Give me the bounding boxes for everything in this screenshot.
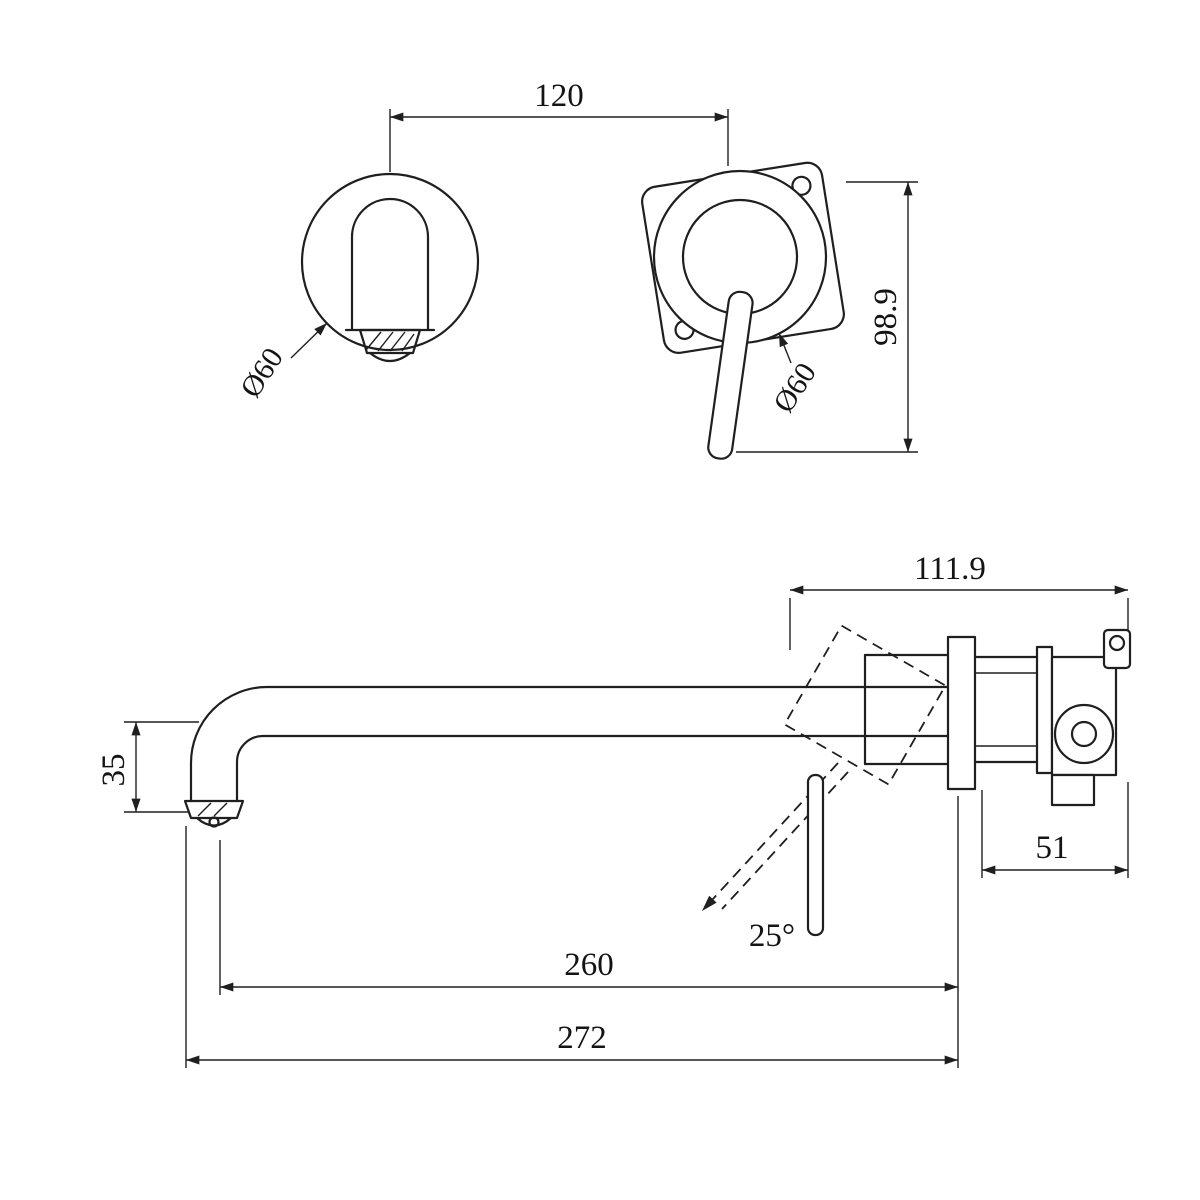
aerator-hatching bbox=[365, 331, 415, 352]
dim-label-120: 120 bbox=[534, 78, 584, 114]
spout-tip-hatching bbox=[197, 802, 228, 817]
spout-outer-line bbox=[189, 685, 950, 803]
lever-phantom-line bbox=[721, 771, 849, 910]
dim-label-98-9: 98.9 bbox=[868, 288, 904, 346]
mixer-plate-front bbox=[641, 161, 845, 460]
escutcheon-plate bbox=[946, 635, 977, 791]
tab-hole bbox=[1108, 634, 1126, 652]
dim-projection-depth: 111.9 bbox=[789, 551, 1129, 650]
dim-plate-diameter: Ø60 bbox=[767, 332, 823, 418]
handle-assembly-side: 25° bbox=[702, 624, 950, 954]
inlet-port-inner bbox=[1070, 720, 1098, 748]
leader-line bbox=[778, 332, 792, 364]
aerator-outline bbox=[358, 328, 422, 355]
dim-label-272: 272 bbox=[557, 1020, 607, 1056]
spout-plate-front bbox=[300, 172, 480, 363]
dim-label-111-9: 111.9 bbox=[914, 551, 986, 587]
side-view: 111.9 25° bbox=[96, 551, 1132, 1068]
dim-label-25deg: 25° bbox=[749, 918, 795, 954]
handle-lever-down bbox=[806, 773, 825, 937]
spout-inner-line bbox=[235, 734, 950, 803]
dia-label-left: Ø60 bbox=[234, 342, 290, 403]
body-step bbox=[1050, 773, 1096, 807]
aerator-dot bbox=[208, 816, 220, 828]
inwall-body bbox=[946, 628, 1132, 807]
dim-label-35: 35 bbox=[96, 754, 132, 787]
dim-overall-height: 98.9 bbox=[736, 181, 918, 453]
leader-line bbox=[290, 322, 328, 359]
handle-lever-front bbox=[707, 290, 754, 460]
motion-arrow bbox=[702, 895, 717, 911]
dim-overall-length: 272 bbox=[185, 796, 959, 1068]
aerator-tip bbox=[368, 351, 412, 363]
dim-label-51: 51 bbox=[1036, 830, 1069, 866]
spout-tip-outline bbox=[183, 799, 245, 820]
dim-inwall-depth: 51 bbox=[981, 782, 1129, 878]
screw-hole bbox=[791, 175, 812, 196]
dim-spout-reach: 260 bbox=[219, 840, 958, 995]
dim-spout-diameter: Ø60 bbox=[234, 322, 328, 403]
front-view: 120 Ø60 bbox=[234, 78, 918, 460]
lever-phantom-line bbox=[711, 762, 839, 901]
spout-arch bbox=[350, 197, 430, 332]
dia-label-right: Ø60 bbox=[767, 357, 823, 418]
spout-side bbox=[183, 685, 950, 828]
dim-spout-drop: 35 bbox=[96, 721, 199, 813]
spout-tip-cap bbox=[195, 816, 233, 827]
handle-tilted-phantom bbox=[783, 624, 947, 786]
inlet-port bbox=[1053, 703, 1115, 765]
dim-center-distance: 120 bbox=[389, 78, 729, 172]
body-flange bbox=[1035, 645, 1054, 775]
dim-label-260: 260 bbox=[564, 947, 614, 983]
spout-plate-outline bbox=[300, 172, 480, 352]
